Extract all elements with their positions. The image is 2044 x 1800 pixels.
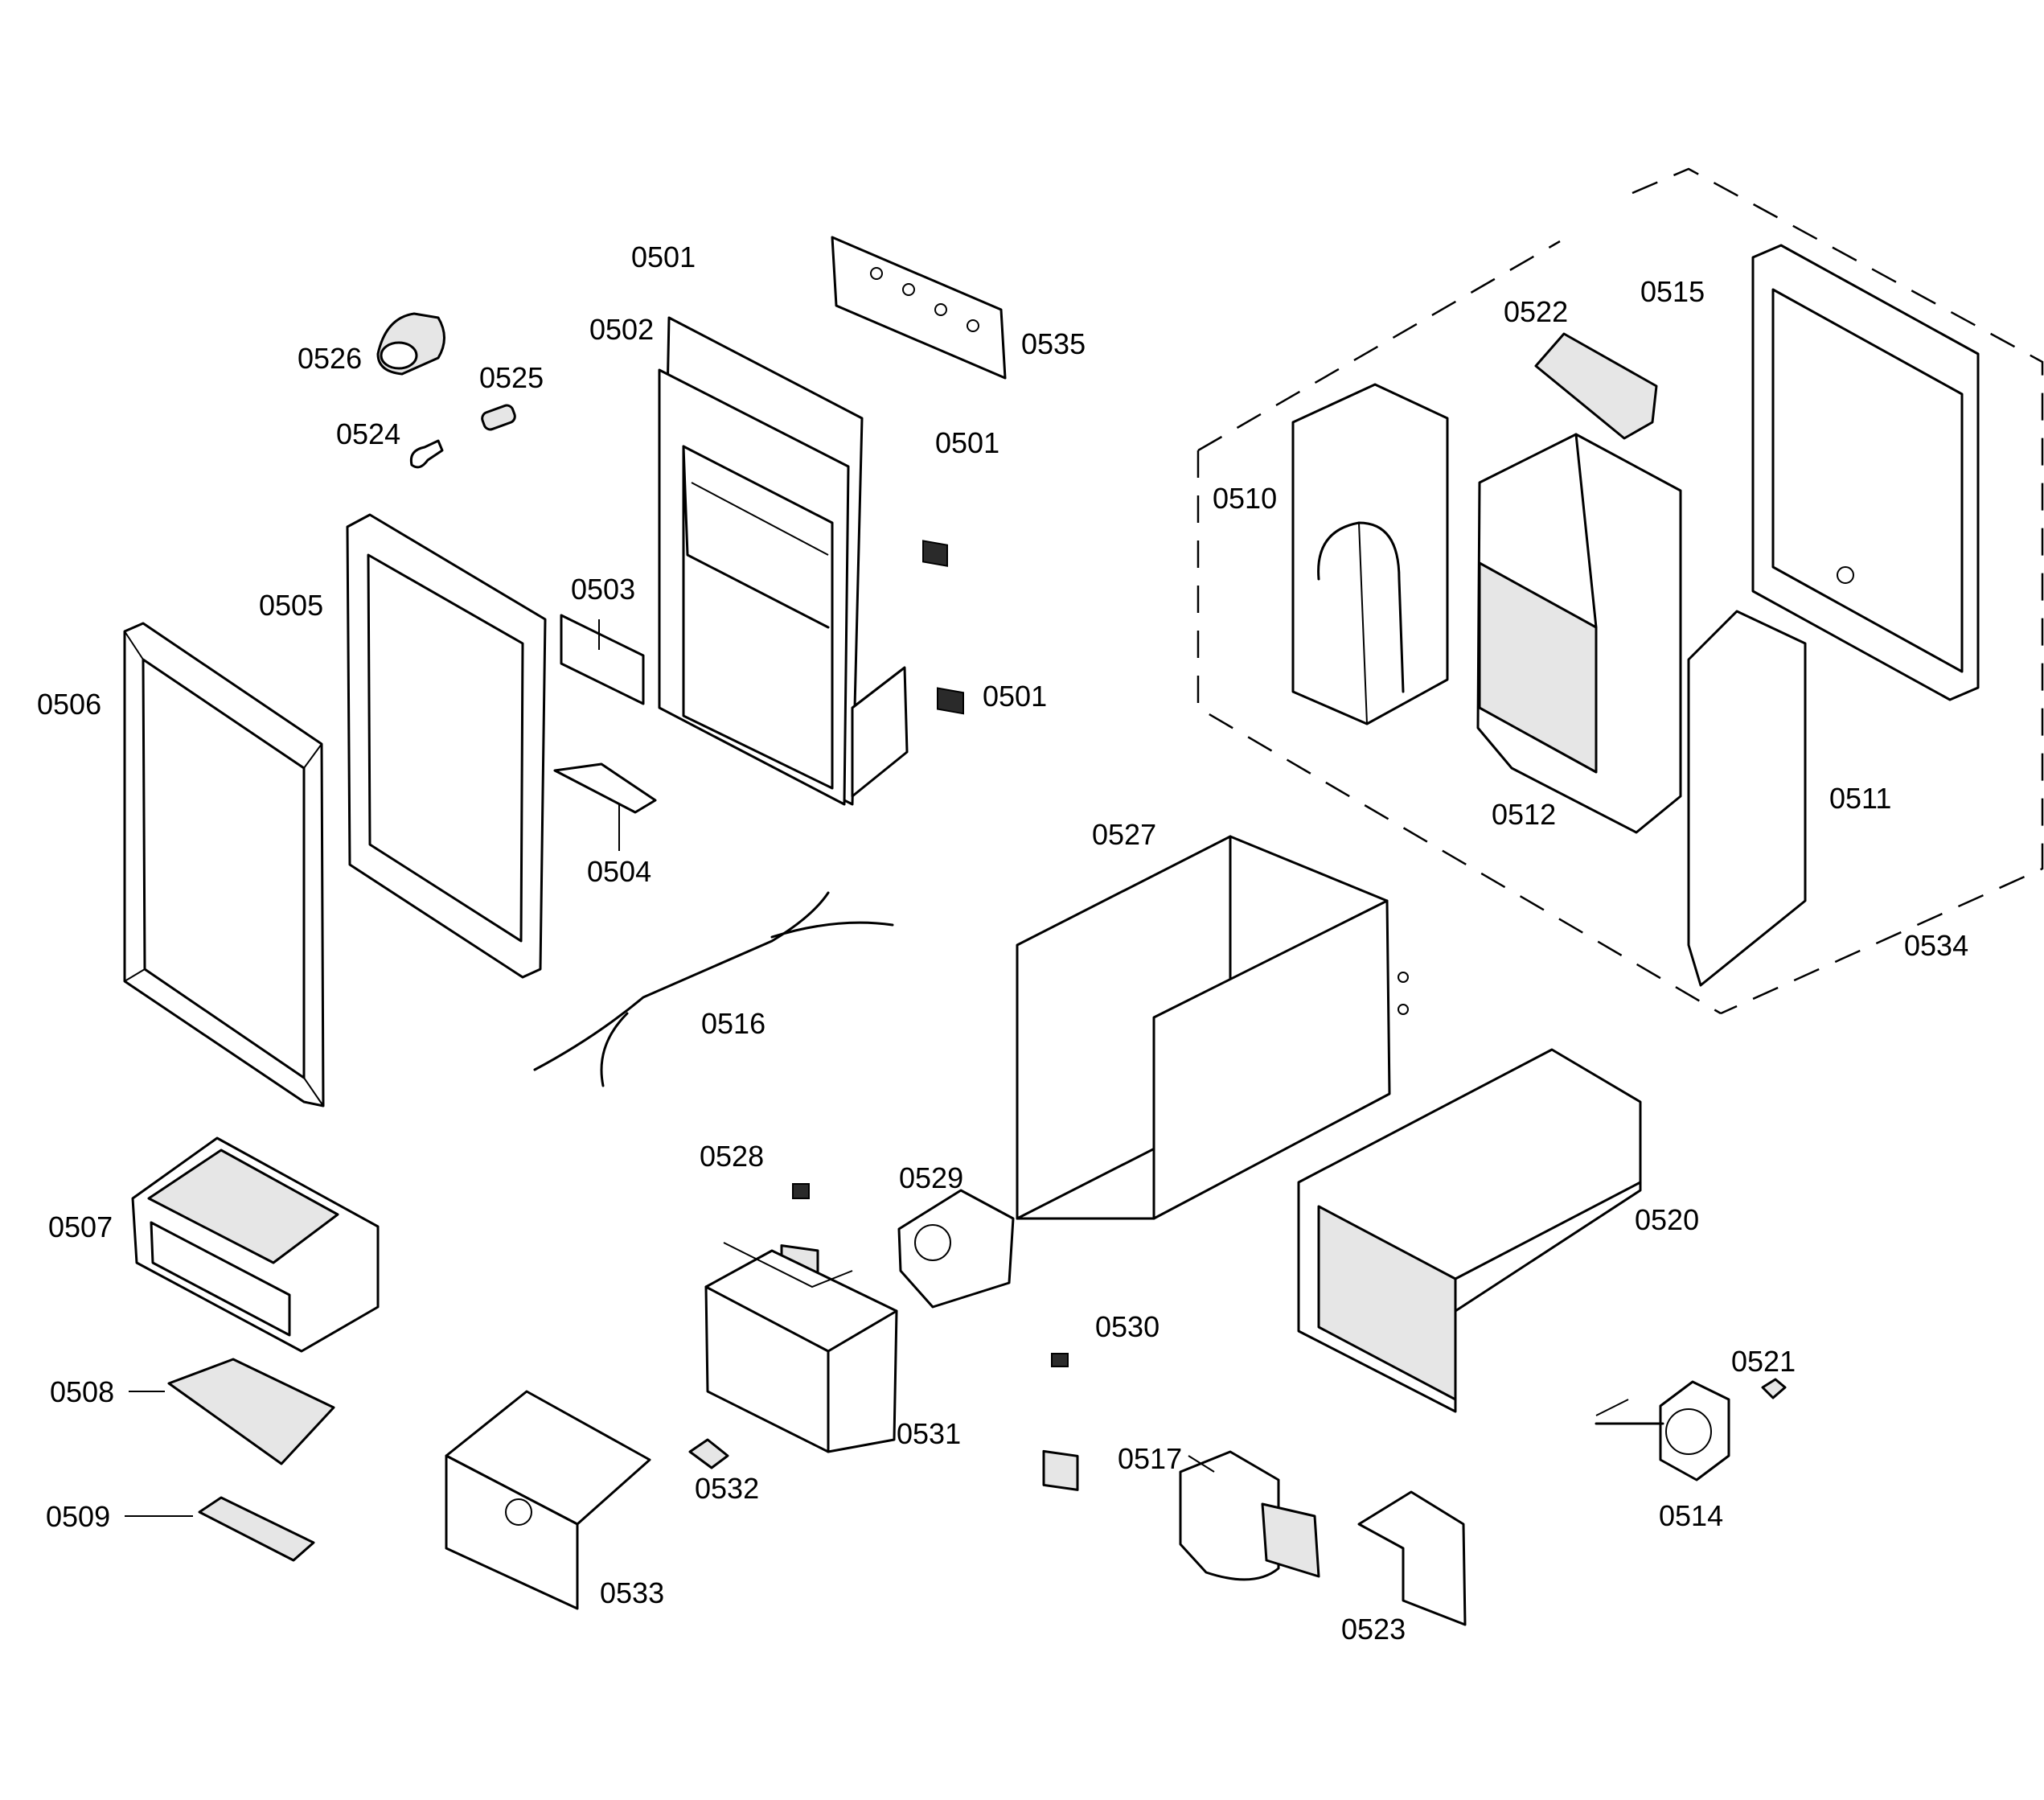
part-0522-cover xyxy=(1534,332,1658,440)
part-0503-plate xyxy=(560,614,645,705)
label-0529: 0529 xyxy=(899,1161,963,1194)
part-0517-auger-motor xyxy=(1179,1450,1320,1581)
part-0507-dispenser-cover xyxy=(131,1136,380,1353)
label-0530: 0530 xyxy=(1095,1310,1159,1343)
label-0504: 0504 xyxy=(587,855,651,888)
part-0510-liner xyxy=(1291,383,1449,725)
part-0511-side-panel xyxy=(1687,610,1807,987)
part-0535-control-board xyxy=(831,236,1007,380)
label-0520: 0520 xyxy=(1635,1203,1699,1236)
label-0524: 0524 xyxy=(336,417,400,450)
part-0514-fan xyxy=(1595,1380,1730,1482)
label-0516: 0516 xyxy=(701,1007,765,1040)
part-0529-motor xyxy=(897,1189,1015,1309)
assembly-boundary-0534 xyxy=(1196,167,2044,1015)
part-0525-plug xyxy=(481,404,516,431)
label-0527: 0527 xyxy=(1092,818,1156,851)
part-0506-frame xyxy=(123,622,325,1108)
label-0505: 0505 xyxy=(259,589,323,622)
label-0510: 0510 xyxy=(1213,482,1277,515)
label-0525: 0525 xyxy=(479,361,544,394)
label-0528: 0528 xyxy=(700,1140,764,1173)
label-0523: 0523 xyxy=(1341,1613,1406,1646)
part-0532-latch xyxy=(688,1438,729,1469)
part-0504-plate xyxy=(553,762,657,814)
label-0526: 0526 xyxy=(298,342,362,375)
part-0527-bin-frame xyxy=(1016,835,1409,1220)
part-0521-screw xyxy=(1761,1378,1787,1399)
part-0515-door-frame xyxy=(1751,244,1980,701)
part-0524-bulb xyxy=(409,439,444,469)
label-0534: 0534 xyxy=(1904,929,1968,962)
part-0505-frame xyxy=(346,513,547,979)
label-0501-top: 0501 xyxy=(631,240,696,273)
part-0509-tray xyxy=(198,1496,315,1562)
part-0523-bracket xyxy=(1357,1490,1467,1626)
label-0535: 0535 xyxy=(1021,327,1086,360)
label-0531: 0531 xyxy=(897,1417,961,1450)
label-0522: 0522 xyxy=(1504,295,1568,328)
label-0533: 0533 xyxy=(600,1576,664,1609)
part-0502-dispenser-housing xyxy=(658,316,909,806)
label-0503: 0503 xyxy=(571,573,635,606)
part-0530-solenoid xyxy=(1042,1353,1079,1491)
label-0521: 0521 xyxy=(1731,1345,1796,1378)
label-0514: 0514 xyxy=(1659,1499,1723,1532)
part-0501-clip-low xyxy=(937,687,964,715)
part-0526-cap xyxy=(376,312,445,376)
part-0531-motor-housing xyxy=(704,1242,898,1453)
part-0512-ice-maker xyxy=(1476,433,1682,834)
label-0509: 0509 xyxy=(46,1500,110,1533)
label-0502: 0502 xyxy=(589,313,654,346)
part-0520-ice-bin xyxy=(1297,1048,1642,1416)
label-0532: 0532 xyxy=(695,1472,759,1505)
label-0508: 0508 xyxy=(50,1375,114,1408)
part-0508-grille xyxy=(167,1358,335,1465)
label-0507: 0507 xyxy=(48,1210,113,1243)
label-0515: 0515 xyxy=(1640,275,1705,308)
part-0533-cover xyxy=(445,1390,651,1610)
label-0501-low: 0501 xyxy=(983,680,1047,713)
part-0501-clip-mid xyxy=(922,540,948,567)
label-0512: 0512 xyxy=(1492,798,1556,831)
part-0516-wire-harness xyxy=(533,891,894,1087)
leader-lines xyxy=(125,619,1215,1517)
label-0511: 0511 xyxy=(1829,782,1891,815)
label-0517: 0517 xyxy=(1118,1442,1182,1475)
label-0506: 0506 xyxy=(37,688,101,721)
label-0501-mid: 0501 xyxy=(935,426,999,459)
